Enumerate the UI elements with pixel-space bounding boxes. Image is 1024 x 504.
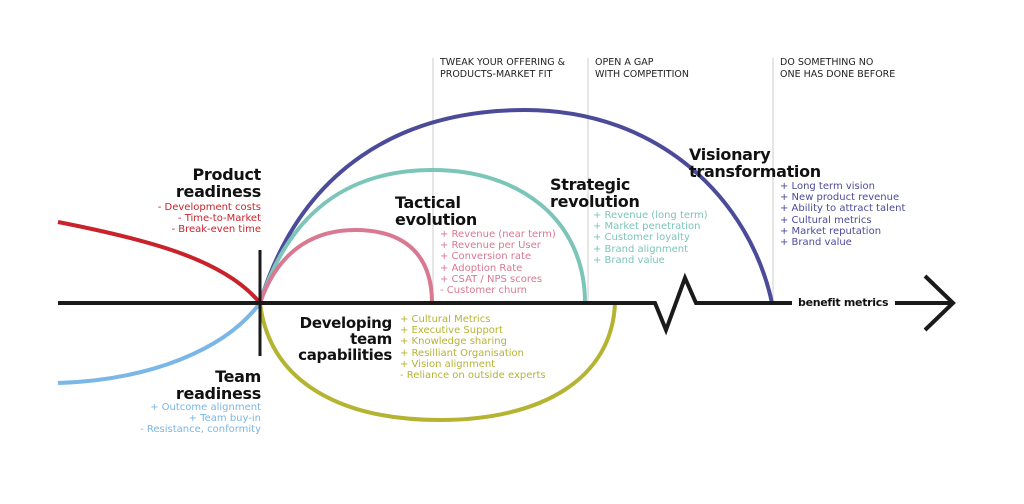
title-line: Visionary: [689, 145, 771, 164]
metric-item: + Revenue (near term): [440, 229, 556, 240]
top-label-tactical: TWEAK YOUR OFFERING &PRODUCTS-MARKET FIT: [440, 57, 565, 81]
strategic-curve: [258, 167, 587, 304]
metric-item: + Revenue (long term): [593, 210, 708, 221]
metric-item: - Development costs: [157, 202, 261, 213]
metric-item: + Conversion rate: [440, 251, 532, 263]
metric-item: + Customer loyalty: [593, 232, 690, 244]
developing-curve: [258, 302, 617, 423]
top-label-line: OPEN A GAP: [595, 57, 654, 68]
visionary-curve: [258, 107, 774, 304]
tactical-evolution-metrics: + Revenue (near term)+ Revenue per User+…: [440, 229, 556, 296]
metric-item: + Revenue per User: [440, 240, 541, 252]
title-line: readiness: [175, 384, 261, 403]
metric-item: + Long term vision: [780, 181, 876, 192]
metric-item: + Executive Support: [400, 325, 503, 337]
visionary-transformation-metrics: + Long term vision+ New product revenue+…: [780, 181, 905, 248]
title-line: readiness: [175, 182, 261, 201]
title-line: revolution: [550, 192, 640, 211]
title-line: capabilities: [298, 346, 392, 364]
metric-item: + Team buy-in: [188, 413, 261, 425]
title-line: Tactical: [395, 193, 461, 212]
developing-team-metrics: + Cultural Metrics+ Executive Support+ K…: [400, 314, 546, 381]
metric-item: + Brand alignment: [593, 243, 689, 255]
axis-label: benefit metrics: [798, 296, 889, 309]
title-line: Product: [192, 165, 262, 184]
metric-item: - Reliance on outside experts: [400, 370, 546, 382]
top-label-line: DO SOMETHING NO: [780, 57, 874, 68]
metric-item: - Break-even time: [171, 224, 261, 236]
metric-item: + CSAT / NPS scores: [440, 273, 543, 285]
metric-item: + Market reputation: [780, 225, 882, 237]
metric-item: + Market penetration: [593, 221, 701, 233]
metric-item: + Brand value: [780, 237, 852, 249]
metric-item: - Time-to-Market: [177, 213, 261, 225]
metric-item: + Resilliant Organisation: [400, 347, 524, 359]
product-readiness-metrics: - Development costs- Time-to-Market- Bre…: [158, 202, 261, 236]
metric-item: + Vision alignment: [400, 358, 496, 370]
benefit-axis: [58, 272, 956, 336]
metric-item: + Ability to attract talent: [780, 203, 906, 215]
top-label-line: TWEAK YOUR OFFERING &: [440, 57, 565, 68]
top-label-line: PRODUCTS-MARKET FIT: [440, 69, 553, 80]
metric-item: + Outcome alignment: [150, 402, 261, 413]
metric-item: + New product revenue: [780, 192, 900, 204]
title-line: Team: [215, 367, 261, 386]
title-line: Strategic: [550, 175, 631, 194]
title-line: evolution: [395, 210, 477, 229]
metric-item: + Adoption Rate: [440, 262, 523, 274]
product-readiness-curve: [57, 220, 262, 305]
metric-item: - Resistance, conformity: [140, 424, 261, 436]
title-line: transformation: [689, 162, 821, 181]
title-line: Developing: [299, 314, 393, 332]
metric-item: + Brand value: [593, 254, 665, 266]
tactical-curve: [258, 227, 434, 304]
team-readiness-curve: [57, 301, 262, 385]
top-label-line: WITH COMPETITION: [595, 69, 689, 80]
metric-item: + Cultural Metrics: [400, 314, 491, 325]
top-label-line: ONE HAS DONE BEFORE: [780, 69, 896, 80]
metric-item: + Knowledge sharing: [400, 336, 507, 348]
strategic-revolution-metrics: + Revenue (long term)+ Market penetratio…: [593, 210, 708, 266]
title-line: team: [350, 330, 392, 348]
metric-item: + Cultural metrics: [780, 214, 872, 226]
team-readiness-metrics: + Outcome alignment+ Team buy-in- Resist…: [140, 402, 261, 436]
metric-item: - Customer churn: [440, 285, 527, 297]
